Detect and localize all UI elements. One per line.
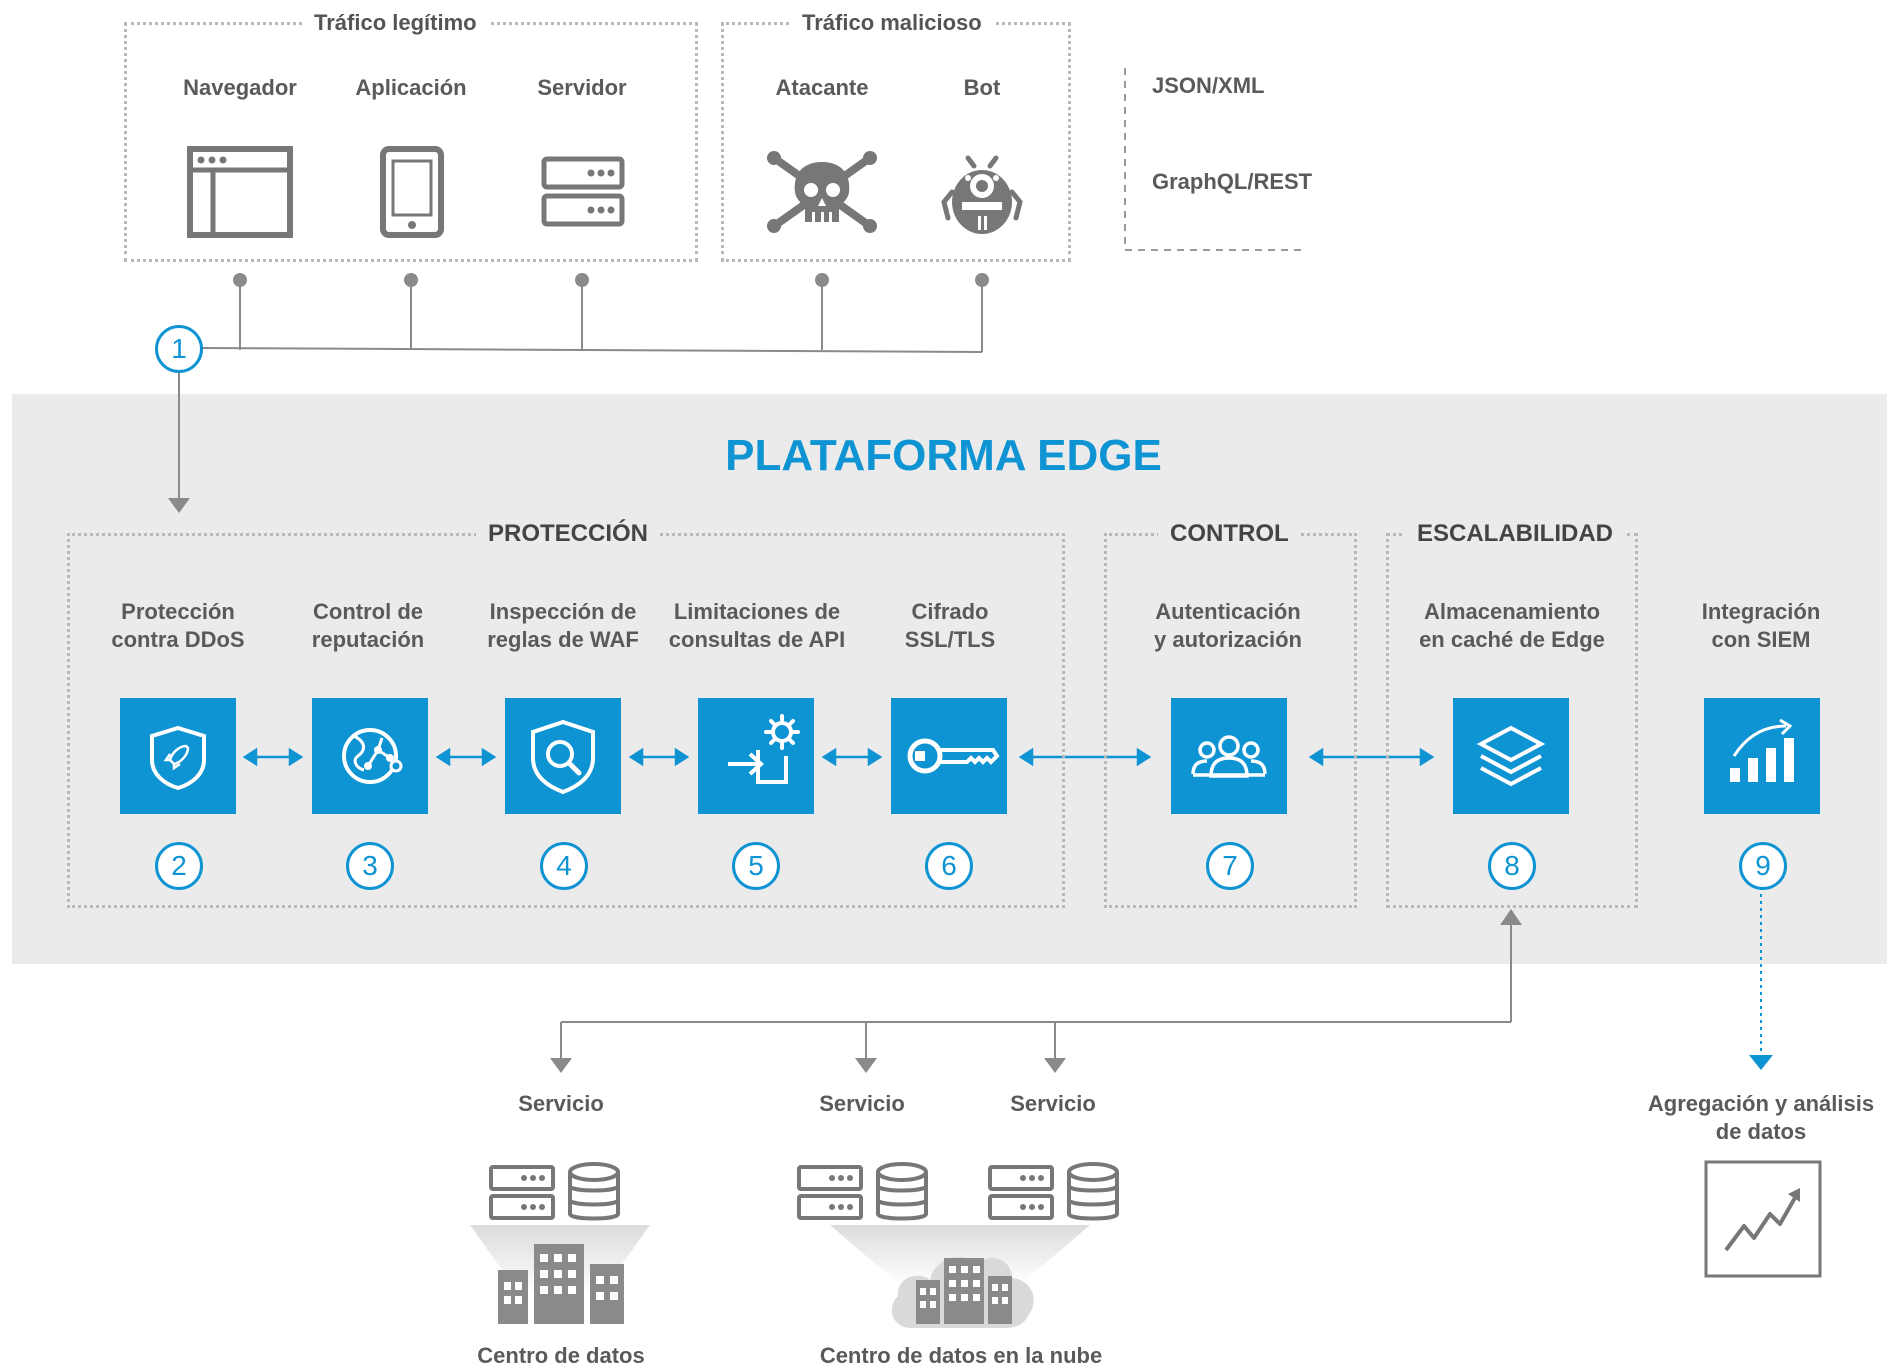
step-number-4: 4 <box>540 842 588 890</box>
service-label-3: Servicio <box>1010 1091 1096 1116</box>
step-label-ddos: Protección contra DDoS <box>111 599 245 652</box>
step-label-api: Limitaciones de consultas de API <box>668 599 846 652</box>
users-group-icon <box>1191 735 1267 778</box>
tablet-icon <box>380 146 444 238</box>
step-number-8: 8 <box>1488 842 1536 890</box>
trend-chart-icon <box>1704 1160 1822 1278</box>
step-number-6: 6 <box>925 842 973 890</box>
globe-network-icon <box>342 728 403 784</box>
step-number-5: 5 <box>732 842 780 890</box>
control-section-title: CONTROL <box>1158 520 1301 548</box>
malicious-traffic-title: Tráfico malicioso <box>790 10 994 36</box>
step-label-cache: Almacenamiento en caché de Edge <box>1419 599 1605 652</box>
light-beam-shape <box>830 1225 1090 1285</box>
server-icon <box>541 156 625 227</box>
shield-search-icon <box>531 719 595 795</box>
tile-auth <box>1171 698 1287 814</box>
step-number-9: 9 <box>1739 842 1787 890</box>
analytics-bars-icon <box>1730 718 1794 782</box>
scalability-section-title: ESCALABILIDAD <box>1405 520 1625 548</box>
bot-bug-icon <box>941 155 1023 234</box>
step-label-siem: Integración con SIEM <box>1701 599 1821 652</box>
step-number-3: 3 <box>346 842 394 890</box>
tile-ddos <box>120 698 236 814</box>
step-number-1: 1 <box>155 325 203 373</box>
tile-siem <box>1704 698 1820 814</box>
step-label-reputation: Control de reputación <box>311 599 425 652</box>
server-database-icon <box>988 1162 1119 1221</box>
tile-reputation <box>312 698 428 814</box>
step-label-waf: Inspección de reglas de WAF <box>487 599 639 652</box>
tile-ssl <box>891 698 1007 814</box>
step-label-ssl: Cifrado SSL/TLS <box>904 599 996 652</box>
step-number-2: 2 <box>155 842 203 890</box>
legit-traffic-title: Tráfico legítimo <box>302 10 489 36</box>
traffic-label-navegador: Navegador <box>183 75 297 100</box>
skull-crossbones-icon <box>767 151 877 233</box>
platform-title: PLATAFORMA EDGE <box>725 431 1162 480</box>
tile-cache <box>1453 698 1569 814</box>
server-database-icon <box>797 1162 928 1221</box>
traffic-label-aplicacion: Aplicación <box>355 75 467 100</box>
format-json-xml: JSON/XML <box>1152 73 1265 98</box>
key-icon <box>907 738 1000 774</box>
cloud-datacenter-icon <box>891 1257 1034 1328</box>
cloud-datacenter-label: Centro de datos en la nube <box>819 1343 1103 1368</box>
protection-section-title: PROTECCIÓN <box>476 520 661 548</box>
siem-output-label: Agregación y análisis de datos <box>1647 1091 1875 1144</box>
layers-stack-icon <box>1476 725 1546 787</box>
api-gear-login-icon <box>728 714 800 784</box>
service-label-2: Servicio <box>819 1091 905 1116</box>
traffic-label-atacante: Atacante <box>775 75 869 100</box>
server-database-icon <box>489 1162 620 1221</box>
step-number-7: 7 <box>1206 842 1254 890</box>
service-label-1: Servicio <box>518 1091 604 1116</box>
browser-window-icon <box>187 146 293 238</box>
traffic-label-servidor: Servidor <box>537 75 627 100</box>
traffic-label-bot: Bot <box>963 75 1001 100</box>
datacenter-label: Centro de datos <box>477 1343 645 1368</box>
format-graphql-rest: GraphQL/REST <box>1152 169 1313 194</box>
tile-waf <box>505 698 621 814</box>
shield-rocket-icon <box>150 725 206 791</box>
step-label-auth: Autenticación y autorización <box>1154 599 1302 652</box>
tile-api <box>698 698 814 814</box>
building-icon <box>498 1244 624 1324</box>
